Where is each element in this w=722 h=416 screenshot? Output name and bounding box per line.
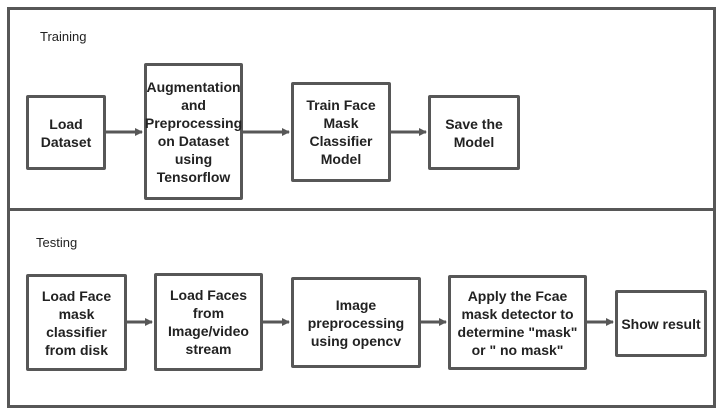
step-train-classifier: Train Face Mask Classifier Model bbox=[291, 82, 391, 182]
step-augmentation-preprocessing: Augmentation and Preprocessing on Datase… bbox=[144, 63, 243, 200]
step-load-dataset: Load Dataset bbox=[26, 95, 106, 170]
step-image-preprocessing: Image preprocessing using opencv bbox=[291, 277, 421, 368]
step-show-result: Show result bbox=[615, 290, 707, 357]
step-save-model: Save the Model bbox=[428, 95, 520, 170]
step-load-dataset-label: Load Dataset bbox=[40, 115, 92, 150]
step-save-model-label: Save the Model bbox=[445, 115, 503, 150]
step-load-faces: Load Faces from Image/video stream bbox=[154, 273, 263, 371]
testing-title: Testing bbox=[36, 235, 78, 250]
step-apply-mask-detector: Apply the Fcae mask detector to determin… bbox=[448, 275, 587, 370]
step-apply-mask-detector-label: Apply the Fcae mask detector to determin… bbox=[457, 287, 578, 358]
training-title: Training bbox=[40, 29, 87, 44]
step-load-faces-label: Load Faces from Image/video stream bbox=[168, 287, 249, 357]
step-load-face-mask-classifier-label: Load Face mask classifier from disk bbox=[41, 287, 112, 358]
step-show-result-label: Show result bbox=[621, 315, 701, 332]
step-load-face-mask-classifier: Load Face mask classifier from disk bbox=[26, 274, 127, 371]
step-augmentation-preprocessing-label: Augmentation and Preprocessing on Datase… bbox=[144, 78, 243, 185]
step-train-classifier-label: Train Face Mask Classifier Model bbox=[306, 97, 376, 167]
step-image-preprocessing-label: Image preprocessing using opencv bbox=[307, 296, 405, 349]
